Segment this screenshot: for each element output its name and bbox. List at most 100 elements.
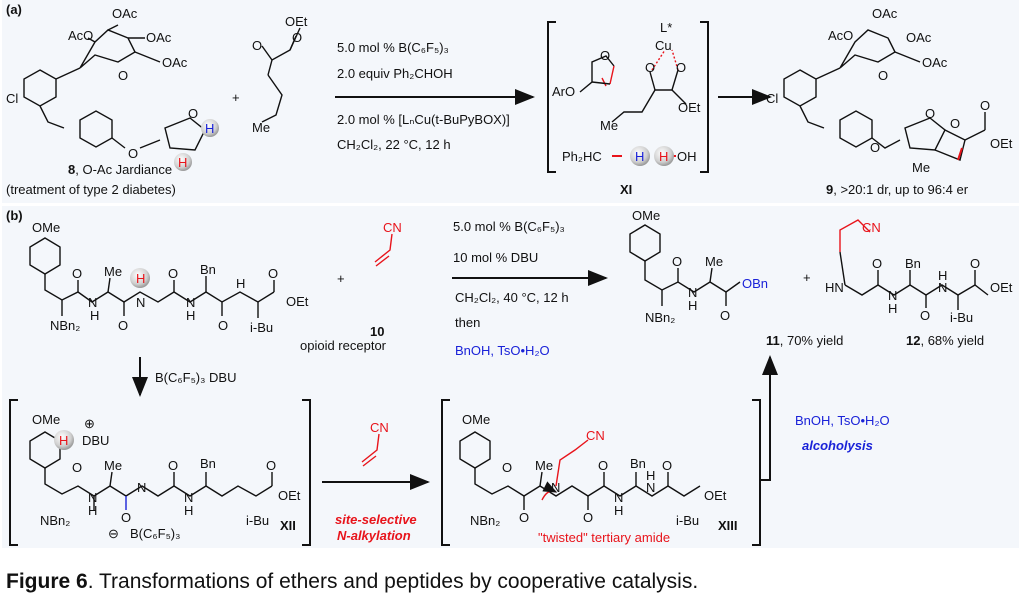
atom-label: CN [862,220,881,235]
atom-label: DBU [82,433,109,448]
atom-label: Cl [766,91,778,106]
atom-label: OMe [632,208,660,223]
atom-label: H [184,503,193,518]
atom-label: H [646,468,655,483]
atom-label: O [168,458,178,473]
compound-number: 10 [370,324,384,339]
condition-line: CH₂Cl₂, 22 °C, 12 h [337,137,451,152]
atom-label: HN [825,280,844,295]
atom-label: AcO [828,28,853,43]
atom-label: Cu [655,38,672,53]
atom-label: H [659,149,668,164]
atom-label: CN [586,428,605,443]
atom-label: OEt [678,100,701,115]
atom-label: H [178,155,187,170]
atom-label: O [878,68,888,83]
atom-label: OEt [286,294,309,309]
atom-label: OEt [990,280,1013,295]
atom-label: CN [383,220,402,235]
atom-label: O [672,254,682,269]
target-note: opioid receptor [300,338,387,353]
atom-label: H [635,149,644,164]
intermediate-label: XIII [718,518,738,533]
atom-label: O [118,318,128,333]
atom-label: H [88,503,97,518]
condition-line: 2.0 mol % [LₙCu(t-BuPyBOX)] [337,112,510,127]
atom-label: O [266,458,276,473]
figure-number: Figure 6 [6,570,88,593]
atom-label: O [218,318,228,333]
compound-8-structure [23,24,206,151]
atom-label: O [292,30,302,45]
panel-a-label: (a) [6,2,22,17]
condition-line: CH₂Cl₂, 40 °C, 12 h [455,290,569,305]
alcoholysis-label: alcoholysis [802,438,873,453]
intermediate-label: XII [280,518,296,533]
alkylation-label: N-alkylation [337,528,411,543]
atom-label: O [600,48,610,63]
atom-label: Bn [630,456,646,471]
atom-label: H [186,308,195,323]
atom-label: i-Bu [250,320,273,335]
atom-label: OMe [462,412,490,427]
figure-caption: Figure 6. Transformations of ethers and … [6,570,698,594]
atom-label: ⊕ [84,416,95,431]
atom-label: O [980,98,990,113]
atom-label: B(C₆F₅)₃ [130,526,180,541]
atom-label: N [614,490,623,505]
condition-line: 5.0 mol % B(C₆F₅)₃ [453,219,565,234]
atom-label: CN [370,420,389,435]
plus-sign: + [803,270,811,285]
atom-label: O [168,266,178,281]
compound-12-structure [839,219,989,310]
atom-label: O [72,460,82,475]
atom-label: H [938,268,947,283]
compound-9-caption: 9, >20:1 dr, up to 96:4 er [826,182,968,197]
atom-label: Me [252,120,270,135]
acrylonitrile-structure [374,233,393,267]
plus-sign: + [232,90,240,105]
atom-label: H [888,301,897,316]
atom-label: Me [104,264,122,279]
yield: , 70% yield [779,333,844,348]
atom-label: OAc [112,6,138,21]
atom-label: Bn [905,256,921,271]
atom-label: N [136,295,145,310]
intermediate-XIII-structure [459,431,701,510]
atom-label: H [205,121,214,136]
atom-label: OEt [704,488,727,503]
atom-label: Me [705,254,723,269]
atom-label: N [646,480,655,495]
atom-label: N [938,280,947,295]
plus-sign: + [337,271,345,286]
atom-label: O [720,308,730,323]
atom-label: O [870,140,880,155]
atom-label: O [645,60,655,75]
atom-label: Me [104,458,122,473]
compound-8-note: (treatment of type 2 diabetes) [6,182,176,197]
atom-label: N [184,490,193,505]
atom-label: i-Bu [676,513,699,528]
atom-label: OEt [285,14,308,29]
atom-label: OAc [906,30,932,45]
atom-label: OAc [922,55,948,70]
atom-label: O [118,68,128,83]
atom-label: O [662,458,672,473]
atom-label: N [137,480,146,495]
atom-label: i-Bu [246,513,269,528]
atom-label: Bn [200,262,216,277]
intermediate-XI-structure [579,49,687,157]
atom-label: NBn₂ [645,310,675,325]
panel-b-label: (b) [6,208,23,223]
atom-label: OEt [278,488,301,503]
condition-line: 5.0 mol % B(C₆F₅)₃ [337,40,449,55]
atom-label: O [872,256,882,271]
atom-label: Me [600,118,618,133]
atom-label: Ph₂HC [562,149,602,164]
compound-11-caption: 11, 70% yield [766,333,843,348]
alcoholysis-reagents: BnOH, TsO•H₂O [795,413,890,428]
compound-number: 12 [906,333,921,348]
compound-name: , O-Ac Jardiance [75,162,173,177]
yield: , 68% yield [920,333,985,348]
atom-label: NBn₂ [470,513,500,528]
